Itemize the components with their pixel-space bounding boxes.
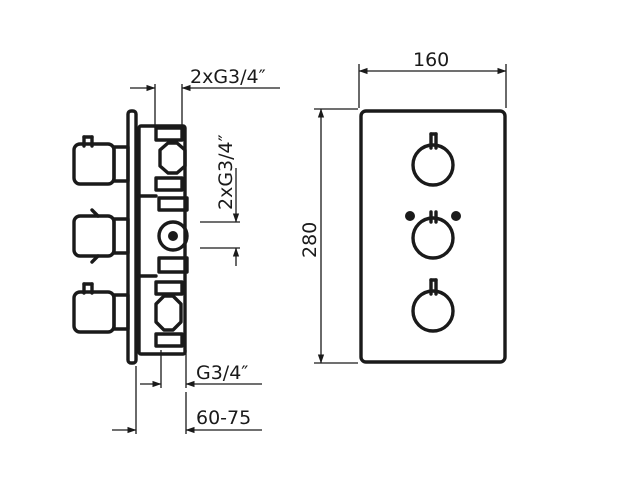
bottom-inlet-fitting — [154, 280, 184, 348]
bottom-knob — [411, 278, 455, 333]
dim-outlet-thread-top: 2xG3/4″ — [130, 66, 280, 128]
valve-body — [137, 124, 187, 356]
top-outlet-fitting — [154, 126, 187, 192]
hot-indicator-dot — [405, 211, 415, 221]
dim-label-width: 160 — [413, 49, 449, 71]
top-handle — [72, 135, 130, 186]
dim-inlet-thread: G3/4″ — [140, 350, 262, 388]
side-view — [72, 109, 189, 365]
dim-label-height: 280 — [299, 222, 321, 258]
dim-label-outlet-thread-side: 2xG3/4″ — [215, 134, 237, 210]
front-view — [359, 109, 507, 364]
dim-label-inlet-thread: G3/4″ — [196, 362, 248, 384]
dim-label-depth-range: 60-75 — [196, 407, 251, 429]
cold-indicator-dot — [451, 211, 461, 221]
bottom-handle — [72, 282, 130, 334]
middle-outlet-fitting — [157, 196, 189, 274]
dim-outlet-thread-side: 2xG3/4″ — [200, 134, 240, 266]
middle-handle — [72, 208, 130, 264]
middle-knob — [405, 210, 461, 260]
dim-height: 280 — [299, 108, 358, 364]
dim-depth-range: 60-75 — [112, 366, 262, 434]
cover-plate-front — [359, 109, 507, 364]
dim-label-outlet-thread-top: 2xG3/4″ — [190, 66, 266, 88]
dim-width: 160 — [358, 49, 507, 108]
top-knob — [411, 132, 455, 187]
